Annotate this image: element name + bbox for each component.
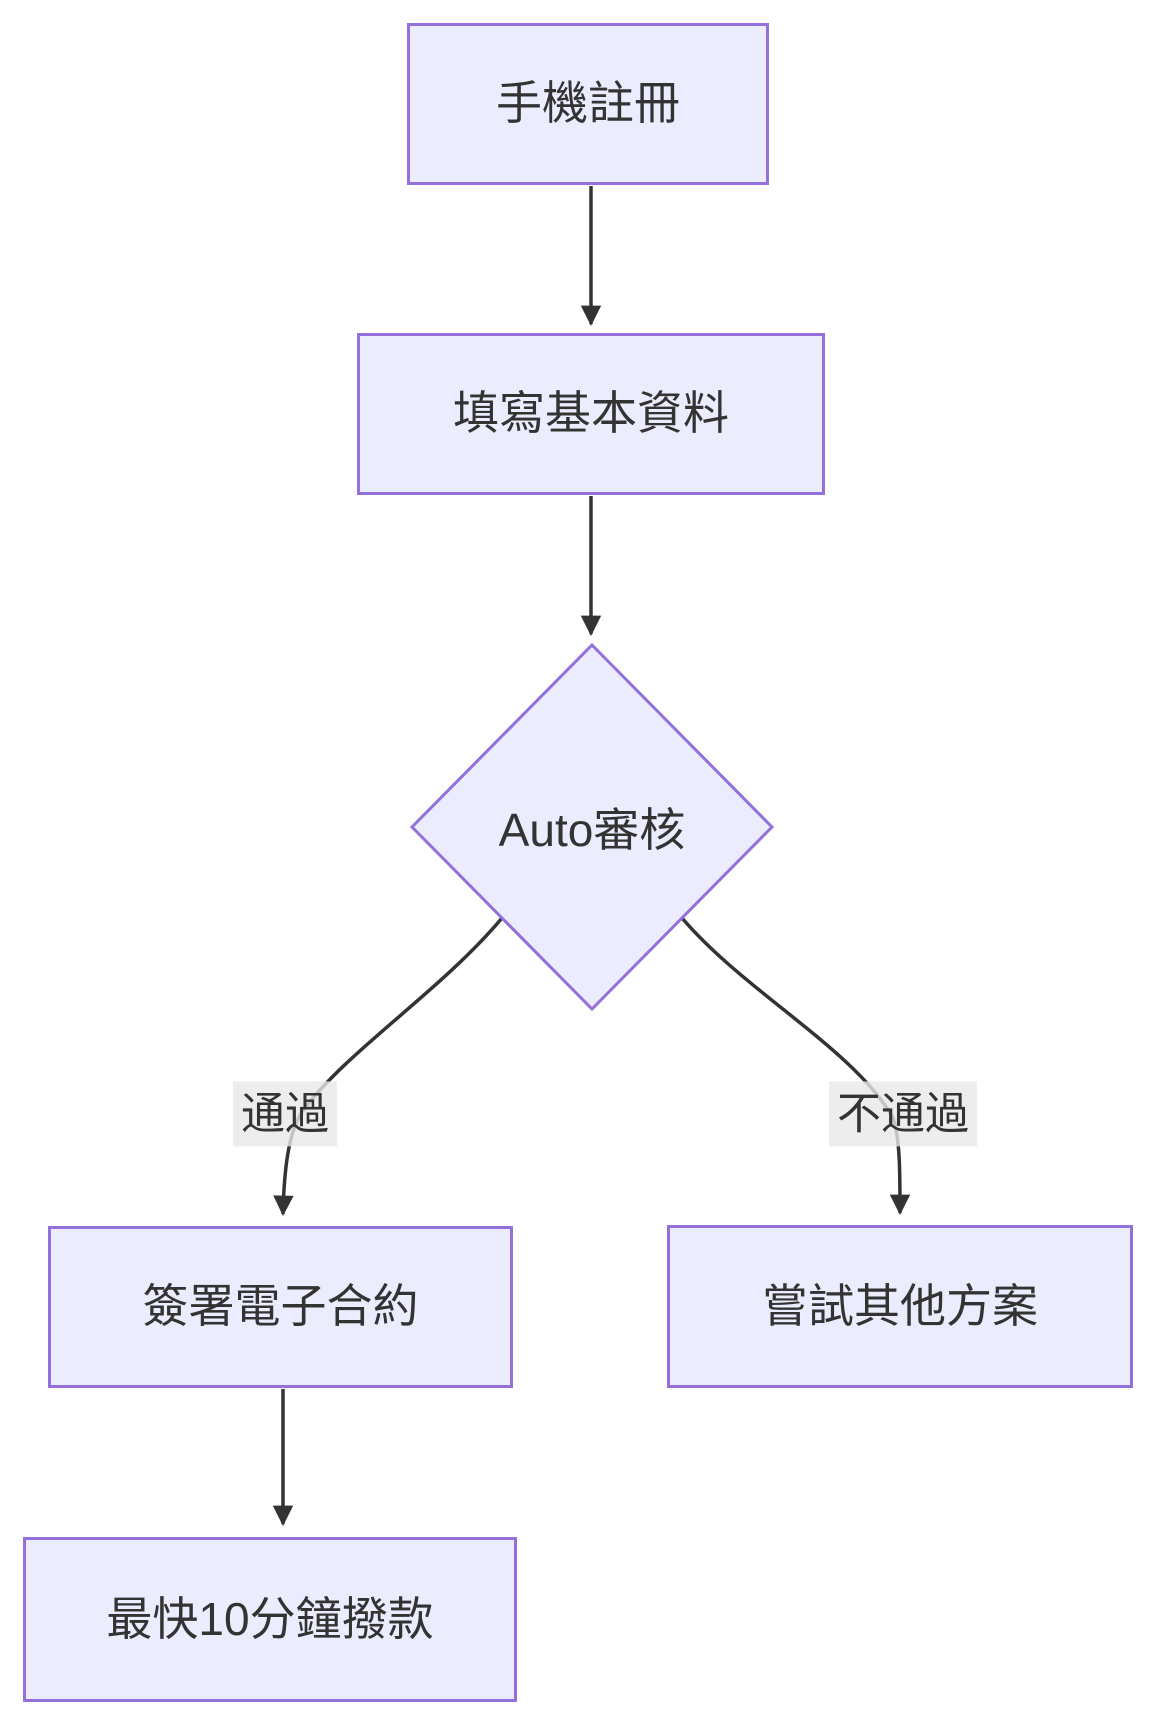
node-auto-review-label: Auto審核 — [498, 804, 686, 856]
node-register-label: 手機註冊 — [496, 77, 680, 130]
flowchart-node-try-other: 嘗試其他方案 — [667, 1225, 1133, 1388]
flowchart-node-fast-funding: 最快10分鐘撥款 — [23, 1537, 517, 1702]
edge-auto-review-to-sign-contract — [273, 916, 504, 1217]
flowchart-node-fill-info: 填寫基本資料 — [357, 333, 825, 495]
flowchart-node-register: 手機註冊 — [407, 23, 769, 185]
edge-label-pass: 通過 — [233, 1081, 337, 1147]
flowchart-node-sign-contract: 簽署電子合約 — [48, 1226, 513, 1388]
node-sign-contract-label: 簽署電子合約 — [142, 1280, 419, 1333]
node-try-other-label: 嘗試其他方案 — [762, 1279, 1038, 1332]
edge-auto-review-to-try-other — [680, 916, 911, 1216]
node-fast-funding-label: 最快10分鐘撥款 — [106, 1592, 434, 1645]
edge-label-fail: 不通過 — [829, 1081, 977, 1147]
node-fill-info-label: 填寫基本資料 — [453, 387, 729, 440]
flowchart-node-auto-review-diamond — [409, 642, 775, 1012]
